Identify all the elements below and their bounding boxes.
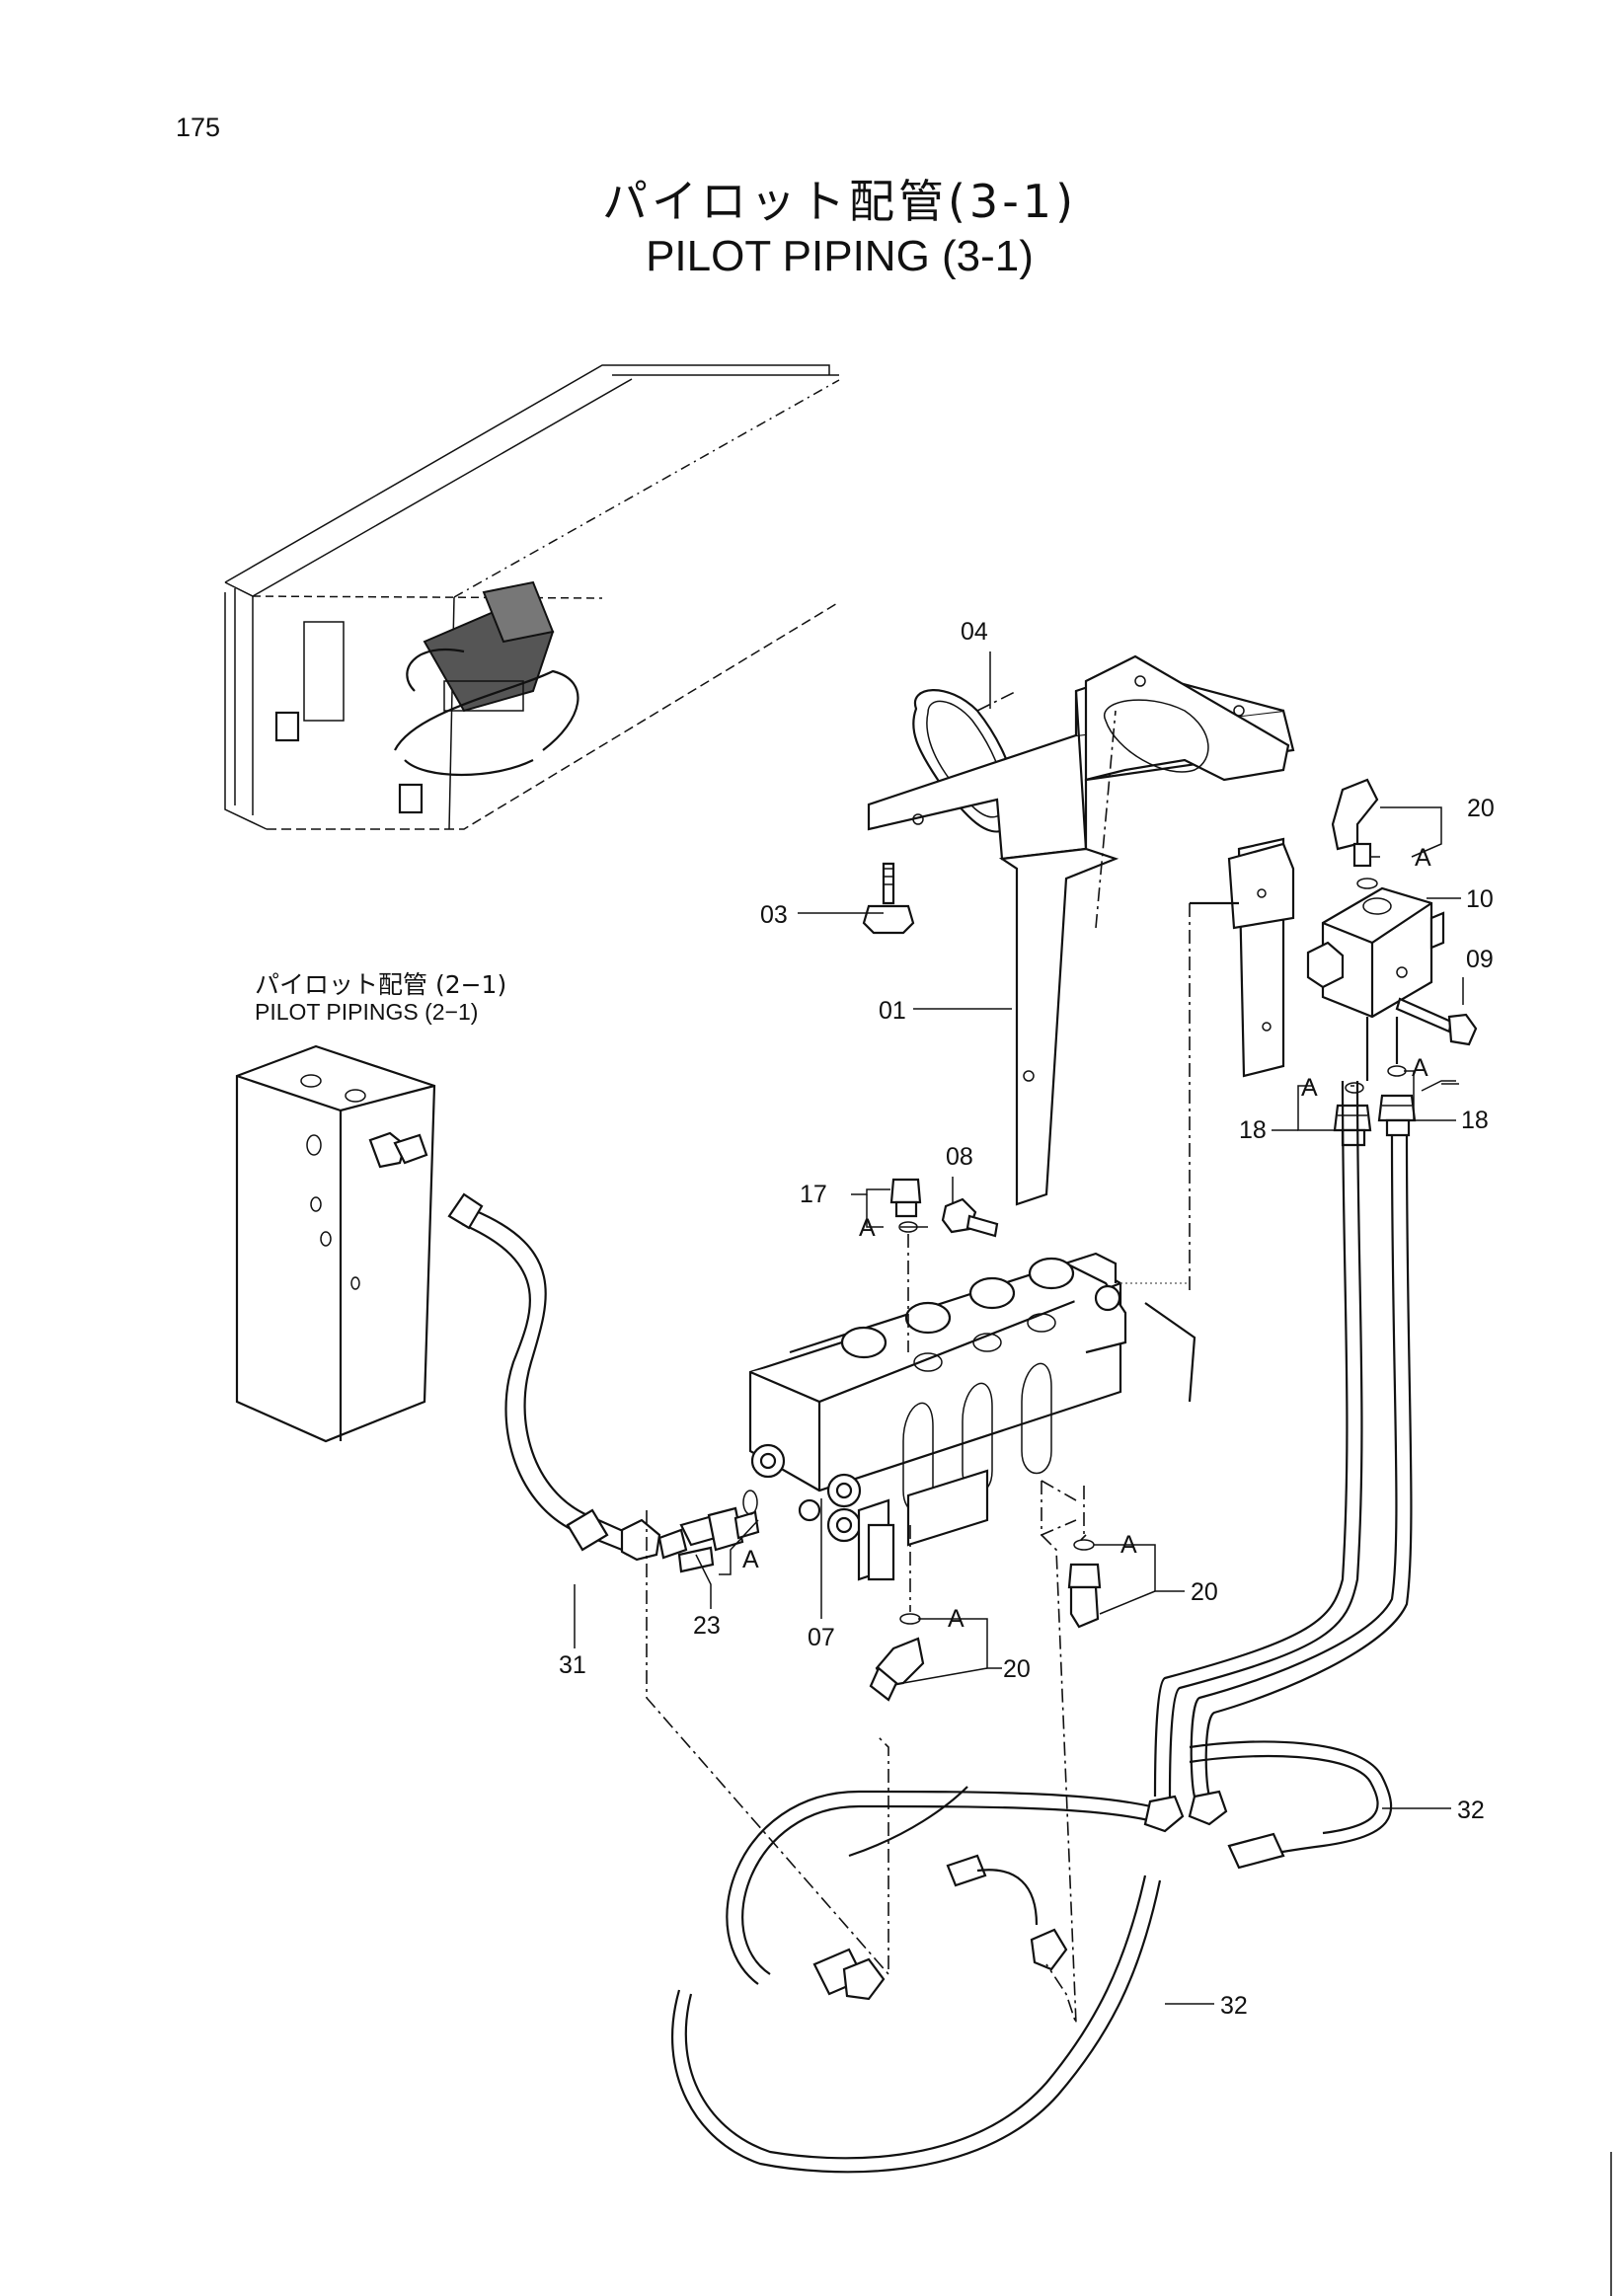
- plug-part-17: [889, 1178, 922, 1218]
- reference-label-japanese: パイロット配管 (2−1): [255, 970, 507, 999]
- o-ring-left: [1345, 1082, 1364, 1094]
- callout-07: 07: [808, 1624, 835, 1651]
- assembly-guide-lines: [646, 1480, 1087, 2025]
- pilot-block-reference: [235, 1044, 436, 1443]
- callout-a-17: A: [859, 1214, 876, 1242]
- elbow-fitting-top-20: [1331, 778, 1379, 868]
- callout-20-top: 20: [1467, 795, 1495, 822]
- valve-block-part-10: [1306, 886, 1445, 1019]
- callout-18-right: 18: [1461, 1107, 1489, 1134]
- leader-lines: [574, 651, 1464, 2005]
- callout-10: 10: [1466, 885, 1494, 913]
- o-ring-lower: [899, 1613, 921, 1625]
- callout-a-lower: A: [948, 1605, 964, 1633]
- control-valve-part-07: [748, 1252, 1196, 1581]
- callout-labels: 04 03 01 08 17 A 20 A 10 09 A A 18 18 A …: [559, 618, 1495, 2020]
- callout-a-lower-right: A: [1120, 1531, 1137, 1559]
- callout-a-top: A: [1415, 844, 1431, 872]
- callout-a-right: A: [1412, 1054, 1428, 1082]
- machine-overview-illustration: [224, 364, 840, 830]
- bolt-part-03: [862, 862, 915, 935]
- callout-03: 03: [760, 901, 788, 929]
- o-ring-lower-right: [1073, 1539, 1095, 1551]
- o-ring-top: [1356, 878, 1378, 889]
- callout-04: 04: [961, 618, 988, 646]
- title-japanese: パイロット配管(3-1): [601, 175, 1078, 228]
- callout-08: 08: [946, 1143, 973, 1171]
- adapter-left-18: [1333, 1104, 1372, 1147]
- hose-part-32: [670, 1080, 1413, 2174]
- bolt-part-09: [1395, 997, 1478, 1046]
- hose-part-31: [447, 1192, 688, 1562]
- fitting-lower-right-20: [1067, 1563, 1102, 1629]
- elbow-fitting-lower-20: [869, 1637, 925, 1702]
- o-ring-right: [1387, 1065, 1407, 1077]
- callout-31: 31: [559, 1651, 586, 1679]
- callout-09: 09: [1466, 946, 1494, 973]
- callout-23: 23: [693, 1612, 721, 1640]
- callout-a-left: A: [1301, 1074, 1318, 1102]
- callout-20-lower: 20: [1003, 1655, 1031, 1683]
- callout-32-lower: 32: [1220, 1992, 1248, 2020]
- page-number: 175: [176, 113, 221, 142]
- callout-20-lower-right: 20: [1191, 1578, 1218, 1606]
- bracket-part-01: [867, 654, 1295, 1293]
- tee-fitting-part-23: [677, 1506, 760, 1573]
- bolt-part-08: [941, 1197, 999, 1238]
- o-ring-23: [742, 1490, 758, 1515]
- reference-label-english: PILOT PIPINGS (2−1): [255, 999, 479, 1025]
- callout-01: 01: [879, 997, 906, 1025]
- callout-32-right: 32: [1457, 1797, 1485, 1824]
- callout-17: 17: [800, 1181, 827, 1208]
- callout-18-left: 18: [1239, 1116, 1267, 1144]
- adapter-right-18: [1377, 1094, 1417, 1137]
- title-english: PILOT PIPING (3-1): [646, 232, 1034, 280]
- callout-a-23: A: [742, 1546, 759, 1573]
